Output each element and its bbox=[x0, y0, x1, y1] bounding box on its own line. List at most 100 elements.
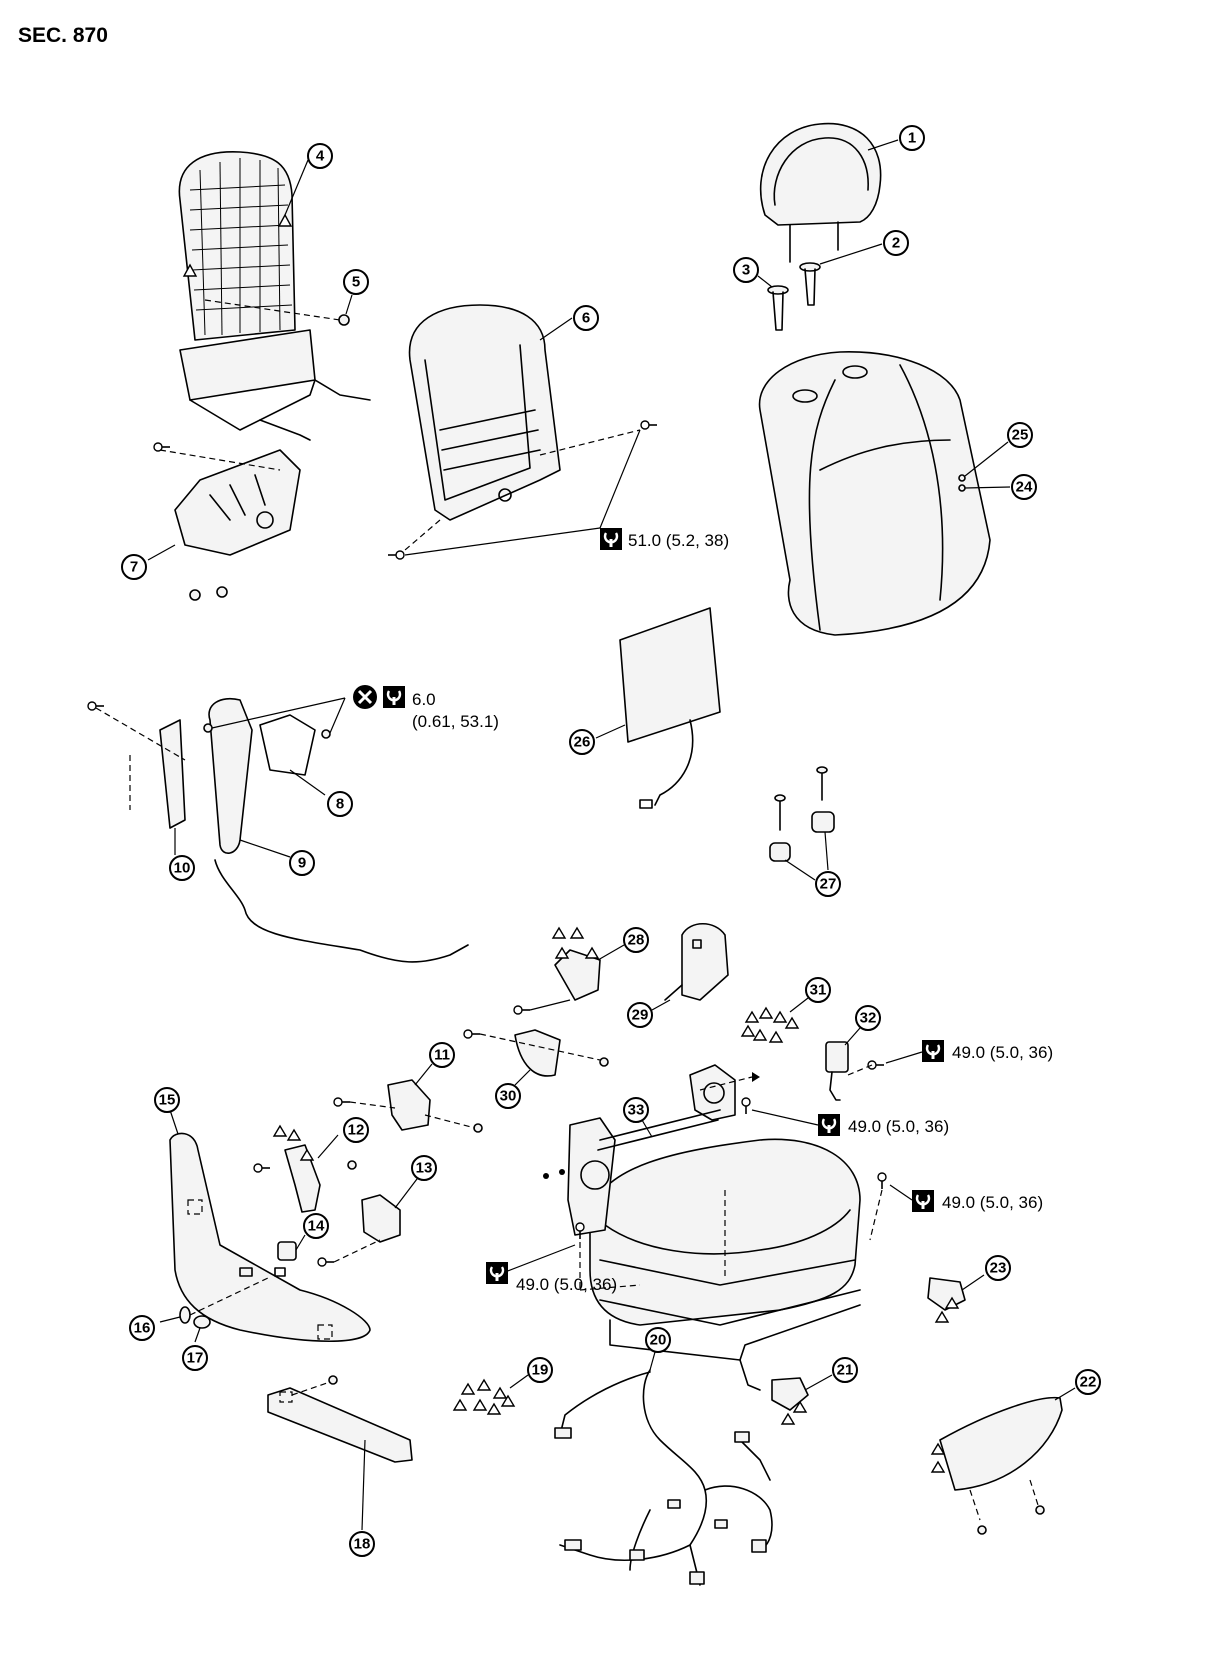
callout-28: 28 bbox=[623, 927, 649, 953]
torque-cushion-front: 49.0 (5.0, 36) bbox=[516, 1275, 617, 1294]
clip-23 bbox=[927, 1277, 966, 1323]
callout-21: 21 bbox=[832, 1357, 858, 1383]
callout-17: 17 bbox=[182, 1345, 208, 1371]
svg-text:16: 16 bbox=[134, 1320, 151, 1337]
callout-23: 23 bbox=[985, 1255, 1011, 1281]
callout-18: 18 bbox=[349, 1531, 375, 1557]
callout-12: 12 bbox=[343, 1117, 369, 1143]
svg-text:10: 10 bbox=[174, 860, 191, 877]
svg-text:30: 30 bbox=[500, 1088, 517, 1105]
callout-26: 26 bbox=[569, 729, 595, 755]
callout-5: 5 bbox=[343, 269, 369, 295]
headrest-guide-2 bbox=[799, 262, 821, 306]
svg-text:32: 32 bbox=[860, 1010, 877, 1027]
svg-text:31: 31 bbox=[810, 982, 827, 999]
svg-text:17: 17 bbox=[187, 1350, 204, 1367]
svg-text:9: 9 bbox=[298, 855, 306, 872]
torque-airbag-line1: 6.0 bbox=[412, 690, 436, 709]
knob-16 bbox=[179, 1306, 191, 1324]
callout-6: 6 bbox=[573, 305, 599, 331]
callout-9: 9 bbox=[289, 850, 315, 876]
clip-21 bbox=[771, 1377, 809, 1425]
torque-cushion-side: 49.0 (5.0, 36) bbox=[942, 1193, 1043, 1212]
section-label: SEC. 870 bbox=[18, 24, 108, 47]
svg-text:26: 26 bbox=[574, 734, 591, 751]
trim-clips-27 bbox=[769, 766, 835, 862]
knob-17 bbox=[193, 1315, 211, 1329]
svg-text:25: 25 bbox=[1012, 427, 1029, 444]
svg-text:3: 3 bbox=[742, 262, 750, 279]
bracket-13 bbox=[361, 1194, 401, 1243]
callout-3: 3 bbox=[733, 257, 759, 283]
callout-15: 15 bbox=[154, 1087, 180, 1113]
svg-text:12: 12 bbox=[348, 1122, 365, 1139]
svg-text:11: 11 bbox=[434, 1047, 450, 1064]
seatback-trim bbox=[758, 351, 991, 636]
svg-text:19: 19 bbox=[532, 1362, 549, 1379]
clip-set-19 bbox=[452, 1378, 516, 1415]
bracket-29 bbox=[664, 922, 729, 1001]
svg-text:8: 8 bbox=[336, 796, 344, 813]
svg-text:23: 23 bbox=[990, 1260, 1007, 1277]
callout-8: 8 bbox=[327, 791, 353, 817]
callout-32: 32 bbox=[855, 1005, 881, 1031]
cap-14 bbox=[277, 1241, 297, 1261]
callout-20: 20 bbox=[645, 1327, 671, 1353]
callout-25: 25 bbox=[1007, 422, 1033, 448]
seat-cushion-assembly bbox=[567, 1064, 861, 1391]
side-airbag-module bbox=[159, 698, 469, 963]
belt-buckle bbox=[825, 1041, 849, 1101]
seatback-pad bbox=[178, 151, 371, 441]
svg-text:29: 29 bbox=[632, 1007, 649, 1024]
headrest bbox=[759, 122, 882, 263]
svg-text:14: 14 bbox=[308, 1218, 325, 1235]
svg-text:22: 22 bbox=[1080, 1374, 1097, 1391]
callout-31: 31 bbox=[805, 977, 831, 1003]
svg-text:13: 13 bbox=[416, 1160, 433, 1177]
torque-airbag-line2: (0.61, 53.1) bbox=[412, 712, 499, 731]
seatback-frame bbox=[408, 304, 561, 521]
callout-16: 16 bbox=[129, 1315, 155, 1341]
svg-text:20: 20 bbox=[650, 1332, 667, 1349]
do-not-reuse-icon bbox=[353, 685, 377, 709]
recliner-cover bbox=[174, 449, 301, 556]
callout-22: 22 bbox=[1075, 1369, 1101, 1395]
callout-7: 7 bbox=[121, 554, 147, 580]
callout-13: 13 bbox=[411, 1155, 437, 1181]
seat-wiring-harness bbox=[554, 1369, 773, 1586]
callout-29: 29 bbox=[627, 1002, 653, 1028]
svg-text:15: 15 bbox=[159, 1092, 176, 1109]
svg-text:2: 2 bbox=[892, 235, 900, 252]
svg-text:4: 4 bbox=[316, 148, 325, 165]
callout-30: 30 bbox=[495, 1083, 521, 1109]
callout-1: 1 bbox=[899, 125, 925, 151]
callout-2: 2 bbox=[883, 230, 909, 256]
seat-heater bbox=[619, 607, 721, 809]
torque-wrench-icon bbox=[598, 526, 624, 552]
clip-5 bbox=[338, 314, 350, 326]
bracket-30 bbox=[514, 1029, 561, 1077]
callout-19: 19 bbox=[527, 1357, 553, 1383]
bracket-12 bbox=[253, 1124, 357, 1213]
bracket-11 bbox=[387, 1079, 431, 1131]
svg-text:18: 18 bbox=[354, 1536, 371, 1553]
torque-frame-bolts: 51.0 (5.2, 38) bbox=[628, 531, 729, 550]
svg-text:6: 6 bbox=[582, 310, 590, 327]
torque-belt-buckle: 49.0 (5.0, 36) bbox=[952, 1043, 1053, 1062]
svg-text:5: 5 bbox=[352, 274, 360, 291]
svg-text:21: 21 bbox=[837, 1362, 854, 1379]
svg-text:24: 24 bbox=[1016, 479, 1033, 496]
torque-cushion-rear: 49.0 (5.0, 36) bbox=[848, 1117, 949, 1136]
clip-set-31 bbox=[740, 1006, 800, 1043]
callout-27: 27 bbox=[815, 871, 841, 897]
headrest-guide-3 bbox=[767, 285, 789, 331]
callout-10: 10 bbox=[169, 855, 195, 881]
front-finisher bbox=[267, 1387, 413, 1463]
callout-14: 14 bbox=[303, 1213, 329, 1239]
svg-text:33: 33 bbox=[628, 1102, 645, 1119]
svg-text:28: 28 bbox=[628, 932, 645, 949]
callout-11: 11 bbox=[429, 1042, 455, 1068]
callout-33: 33 bbox=[623, 1097, 649, 1123]
callout-24: 24 bbox=[1011, 474, 1037, 500]
